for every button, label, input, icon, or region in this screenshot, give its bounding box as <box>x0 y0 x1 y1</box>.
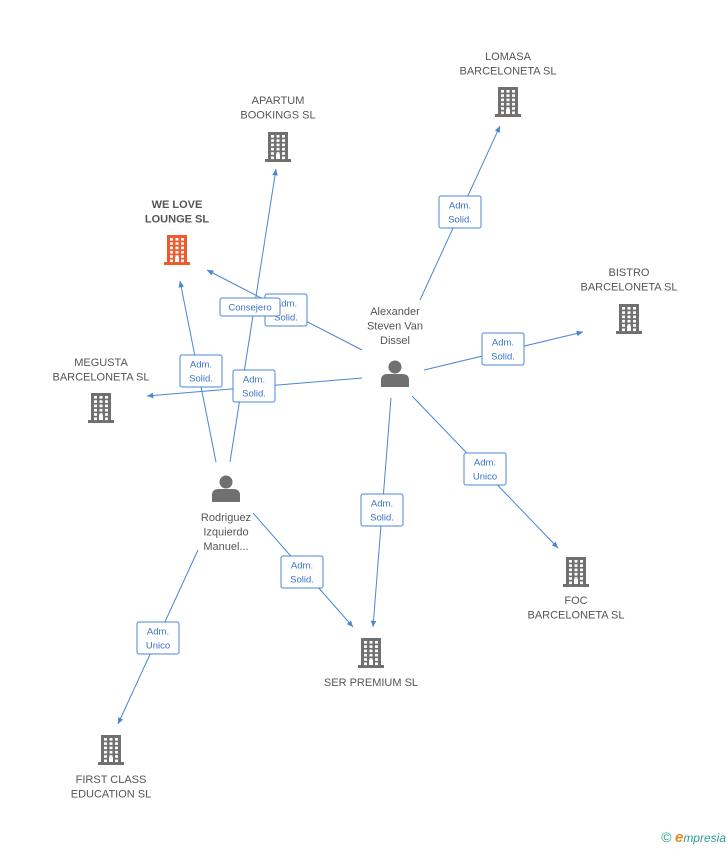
edge-label-text: Adm. <box>371 499 393 510</box>
node-label: APARTUM <box>252 95 305 107</box>
edge-label-text: Solid. <box>274 313 298 324</box>
node-label: BARCELONETA SL <box>53 372 150 384</box>
node-label: BARCELONETA SL <box>581 282 678 294</box>
building-icon <box>164 235 190 265</box>
edge-label-text: Adm. <box>190 360 212 371</box>
edge-label-alexander-lomasa[interactable]: Adm. Solid. <box>438 195 482 229</box>
edge-label-alexander-ser-premium[interactable]: Adm. Solid. <box>360 493 404 527</box>
building-icon <box>616 304 642 334</box>
edge-label-text: Adm. <box>492 338 514 349</box>
edge-label-text: Adm. <box>243 375 265 386</box>
person-icon <box>212 475 240 502</box>
edge-label-text: Solid. <box>370 513 394 524</box>
node-label: WE LOVE <box>152 199 203 211</box>
edge-label-rodriguez-we-love-lounge[interactable]: Adm. Solid. <box>179 354 223 388</box>
node-label: BARCELONETA SL <box>460 66 557 78</box>
edge-label-rodriguez-first-class[interactable]: Adm. Unico <box>136 621 180 655</box>
node-rodriguez[interactable]: RodriguezIzquierdoManuel... <box>201 475 251 554</box>
nodes-layer: WE LOVE LOUNGE SL APARTUM BOOKINGS SL LOMASA… <box>53 51 678 801</box>
node-label: BOOKINGS SL <box>240 110 315 122</box>
node-label: FOC <box>564 595 587 607</box>
brand-logo-initial: e <box>674 829 684 846</box>
building-icon <box>98 735 124 765</box>
node-label: LOMASA <box>485 51 532 63</box>
edge-label-alexander-bistro[interactable]: Adm. Solid. <box>481 332 525 366</box>
edge-label-text: Consejero <box>228 303 271 314</box>
node-label: FIRST CLASS <box>76 774 147 786</box>
edge-label-text: Solid. <box>189 374 213 385</box>
node-label: EDUCATION SL <box>71 789 151 801</box>
node-label: Steven Van <box>367 321 423 333</box>
brand-logo-text: mpresia <box>683 831 726 845</box>
building-icon <box>265 132 291 162</box>
building-icon <box>563 557 589 587</box>
edge-label-text: Solid. <box>290 575 314 586</box>
edge-label-text: Unico <box>473 472 497 483</box>
node-label: MEGUSTA <box>74 357 128 369</box>
node-foc[interactable]: FOC BARCELONETA SL <box>528 557 625 622</box>
copyright-symbol: © <box>661 829 672 845</box>
edge-label-text: Adm. <box>449 201 471 212</box>
node-megusta[interactable]: MEGUSTA BARCELONETA SL <box>53 357 150 423</box>
node-label: Rodriguez <box>201 512 251 524</box>
node-label: SER PREMIUM SL <box>324 677 418 689</box>
node-label: Dissel <box>380 335 410 347</box>
edge-label-alexander-foc[interactable]: Adm. Unico <box>463 452 507 486</box>
edge-label-text: Adm. <box>147 627 169 638</box>
node-label: BARCELONETA SL <box>528 610 625 622</box>
edge-label-text: Adm. <box>474 458 496 469</box>
node-we-love-lounge[interactable]: WE LOVE LOUNGE SL <box>145 199 209 265</box>
edge-label-rodriguez-ser-premium[interactable]: Adm. Solid. <box>280 555 324 589</box>
node-label: Alexander <box>370 306 420 318</box>
edge-label-text: Adm. <box>275 299 297 310</box>
node-label: Izquierdo <box>203 527 248 539</box>
node-lomasa[interactable]: LOMASA BARCELONETA SL <box>460 51 557 117</box>
edge-label-text: Adm. <box>291 561 313 572</box>
node-bistro[interactable]: BISTRO BARCELONETA SL <box>581 267 678 334</box>
edge-label-text: Unico <box>146 641 170 652</box>
footer-brand[interactable]: © empresia <box>661 829 726 846</box>
edge-label-text: Solid. <box>242 389 266 400</box>
building-icon <box>358 638 384 668</box>
edge-label-rodriguez-apartum[interactable]: Consejero <box>219 297 281 317</box>
node-label: Manuel... <box>203 541 248 553</box>
building-icon <box>88 393 114 423</box>
edge-label-text: Solid. <box>491 352 515 363</box>
person-icon <box>381 360 409 387</box>
node-first-class[interactable]: FIRST CLASS EDUCATION SL <box>71 735 151 801</box>
node-apartum[interactable]: APARTUM BOOKINGS SL <box>240 95 316 162</box>
node-ser-premium[interactable]: SER PREMIUM SL <box>324 638 418 689</box>
edge-label-alexander-megusta[interactable]: Adm. Solid. <box>232 369 276 403</box>
edge-labels-layer: Adm.Solid.Adm.Solid.Adm.UnicoAdm.Solid.A… <box>136 195 525 655</box>
building-icon <box>495 87 521 117</box>
edge-label-text: Solid. <box>448 215 472 226</box>
node-label: BISTRO <box>609 267 650 279</box>
node-label: LOUNGE SL <box>145 214 209 226</box>
